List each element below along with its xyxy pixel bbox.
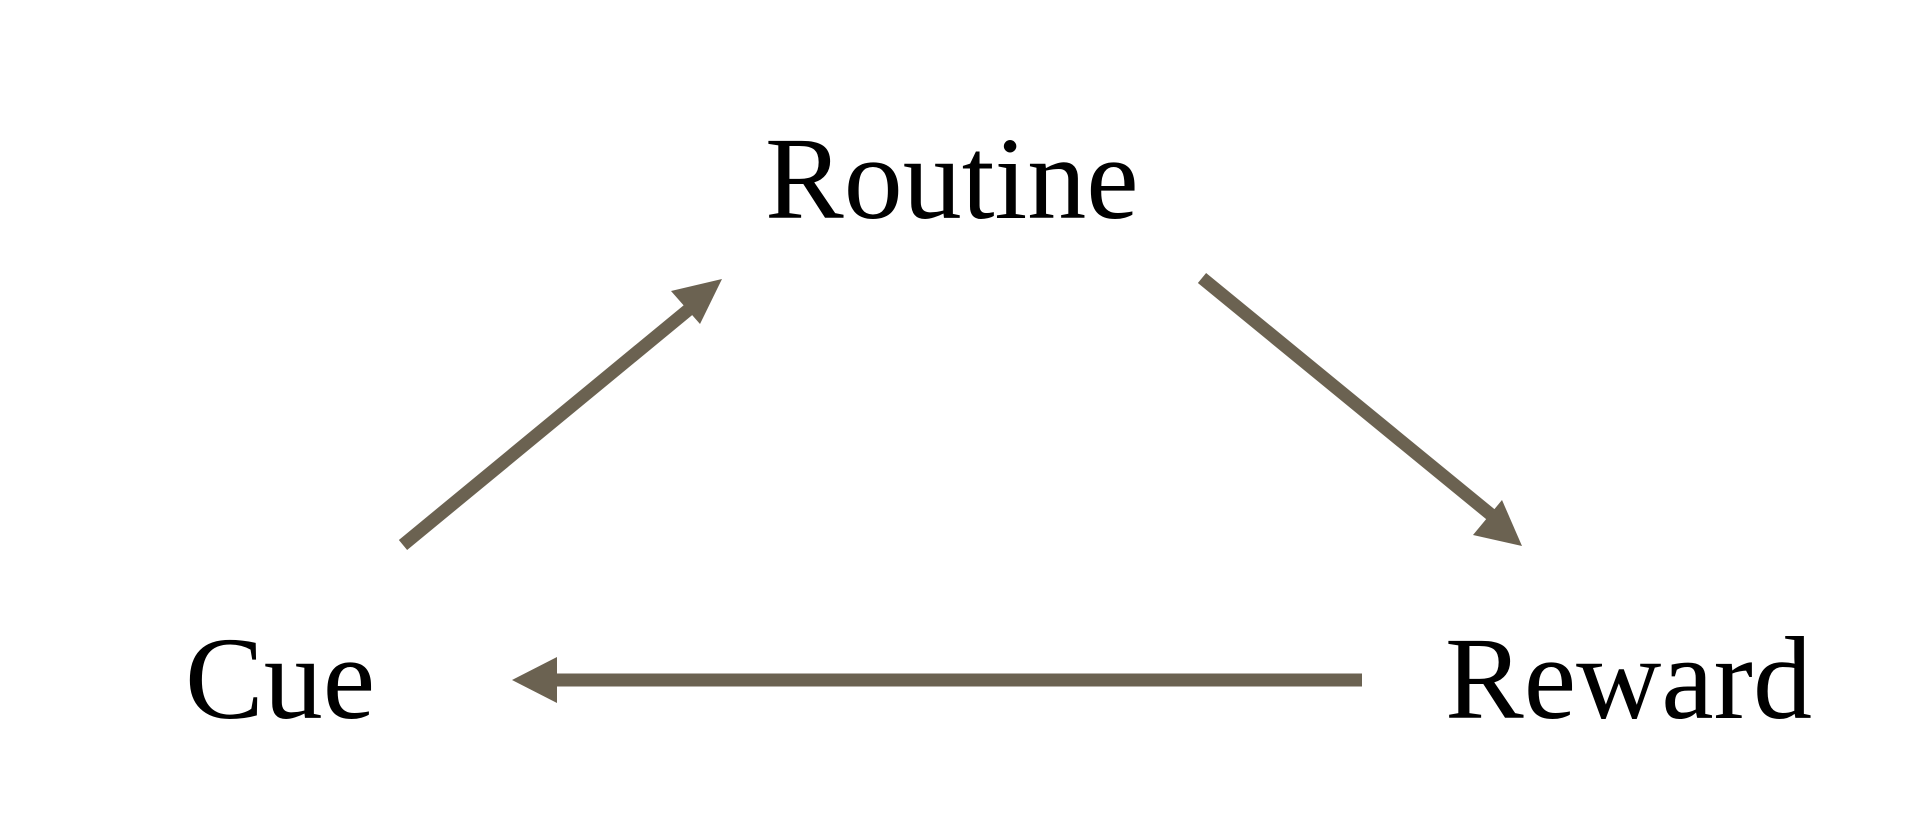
node-routine: Routine xyxy=(765,113,1139,244)
node-reward: Reward xyxy=(1445,613,1812,744)
arrow-routine-to-reward xyxy=(1197,272,1522,546)
arrow-shaft xyxy=(398,300,698,551)
arrow-cue-to-routine xyxy=(398,279,722,551)
arrow-head xyxy=(1473,500,1522,546)
arrow-reward-to-cue xyxy=(512,657,1362,703)
arrow-head xyxy=(671,279,722,324)
arrow-head xyxy=(512,657,557,703)
arrow-shaft xyxy=(1197,272,1500,524)
arrows xyxy=(398,272,1522,703)
node-cue: Cue xyxy=(185,613,376,744)
